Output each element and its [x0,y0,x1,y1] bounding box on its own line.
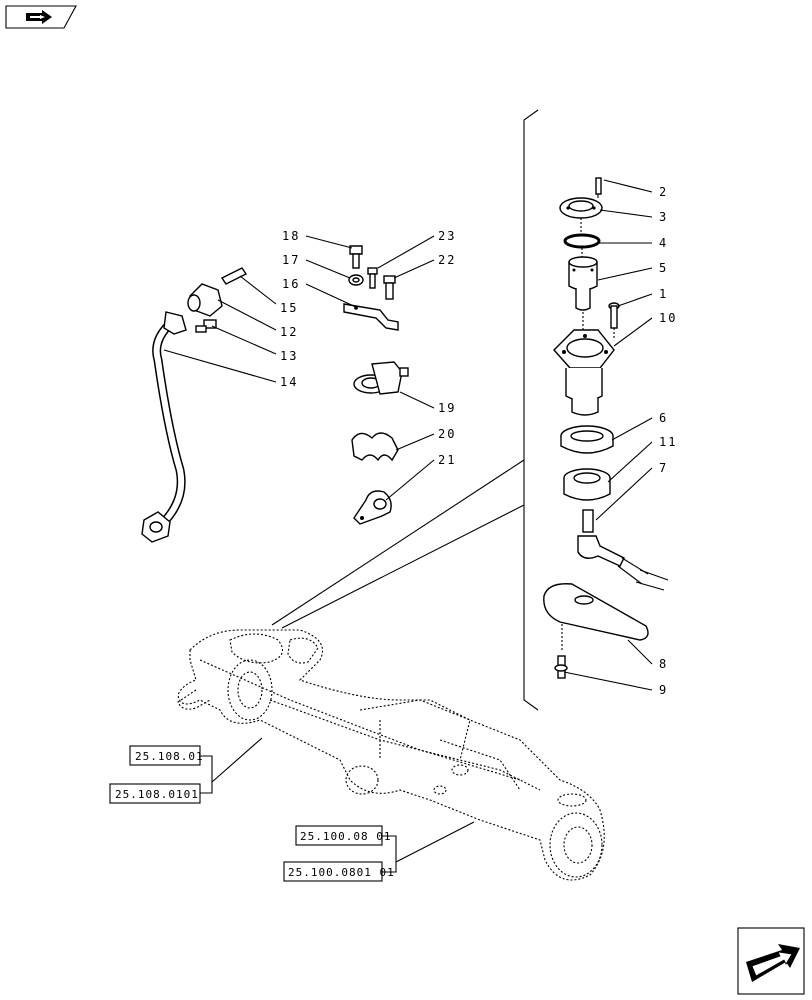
callout-8: 8 [659,657,668,671]
axle-housing-outline [177,629,605,881]
ref-link-25-108-0101[interactable]: 25.108.0101 [109,783,201,804]
part-16-bracket [343,303,399,331]
part-9-stud [554,655,568,679]
leader-assembly-upper [271,459,525,626]
callout-23: 23 [438,229,456,243]
part-21-p-clip [353,490,392,525]
part-2-pin [595,177,602,198]
callout-16: 16 [282,277,300,291]
ref-link-25-108-01[interactable]: 25.108.01 [129,745,204,766]
ref-label-1: 25.108.01 [135,750,204,763]
callout-9: 9 [659,683,668,697]
callout-7: 7 [659,461,668,475]
ref-leader-1 [200,737,263,794]
ref-label-2: 25.108.0101 [115,788,199,801]
part-20-clip [351,432,399,462]
assembly-bracket [523,109,539,711]
part-11-bearing [563,468,611,501]
callout-12: 12 [280,325,298,339]
callout-14: 14 [280,375,298,389]
part-5-sleeve [568,256,598,330]
back-arrow-icon [26,10,52,24]
ref-label-4: 25.100.0801 01 [288,866,395,879]
callout-10: 10 [659,311,677,325]
part-13-bolt [195,319,217,333]
part-12-fitting [187,283,223,317]
callout-5: 5 [659,261,668,275]
part-10-housing [553,329,615,416]
callout-18: 18 [282,229,300,243]
forward-arrow-icon [746,944,800,982]
part-17-washer [348,274,364,286]
callout-4: 4 [659,236,668,250]
callout-11: 11 [659,435,677,449]
part-19-clamp [353,361,409,395]
part-7-sensor [577,509,669,591]
part-3-cap [559,197,603,232]
callout-19: 19 [438,401,456,415]
part-22-bolt [383,275,396,300]
part-23-screw [367,267,378,289]
ref-link-25-100-08-01[interactable]: 25.100.08 01 [295,825,391,846]
callout-2: 2 [659,185,668,199]
ref-link-25-100-0801-01[interactable]: 25.100.0801 01 [283,861,395,882]
part-18-bolt [349,245,363,269]
part-8-plate [543,583,649,652]
callout-15: 15 [280,301,298,315]
forward-nav-button[interactable] [737,927,805,995]
callout-1: 1 [659,287,668,301]
callout-17: 17 [282,253,300,267]
leader-assembly-lower [281,504,525,629]
part-14-hose [141,311,187,543]
ref-label-3: 25.100.08 01 [300,830,391,843]
callout-22: 22 [438,253,456,267]
part-15-spacer [220,267,248,285]
ref-leader-2 [382,821,475,873]
callout-13: 13 [280,349,298,363]
back-nav-button[interactable] [5,5,77,29]
part-4-o-ring [563,233,601,258]
part-6-seal [560,425,614,454]
callout-21: 21 [438,453,456,467]
callout-leaders [163,179,653,691]
callout-6: 6 [659,411,668,425]
callout-3: 3 [659,210,668,224]
part-1-screw [608,302,620,340]
callout-20: 20 [438,427,456,441]
